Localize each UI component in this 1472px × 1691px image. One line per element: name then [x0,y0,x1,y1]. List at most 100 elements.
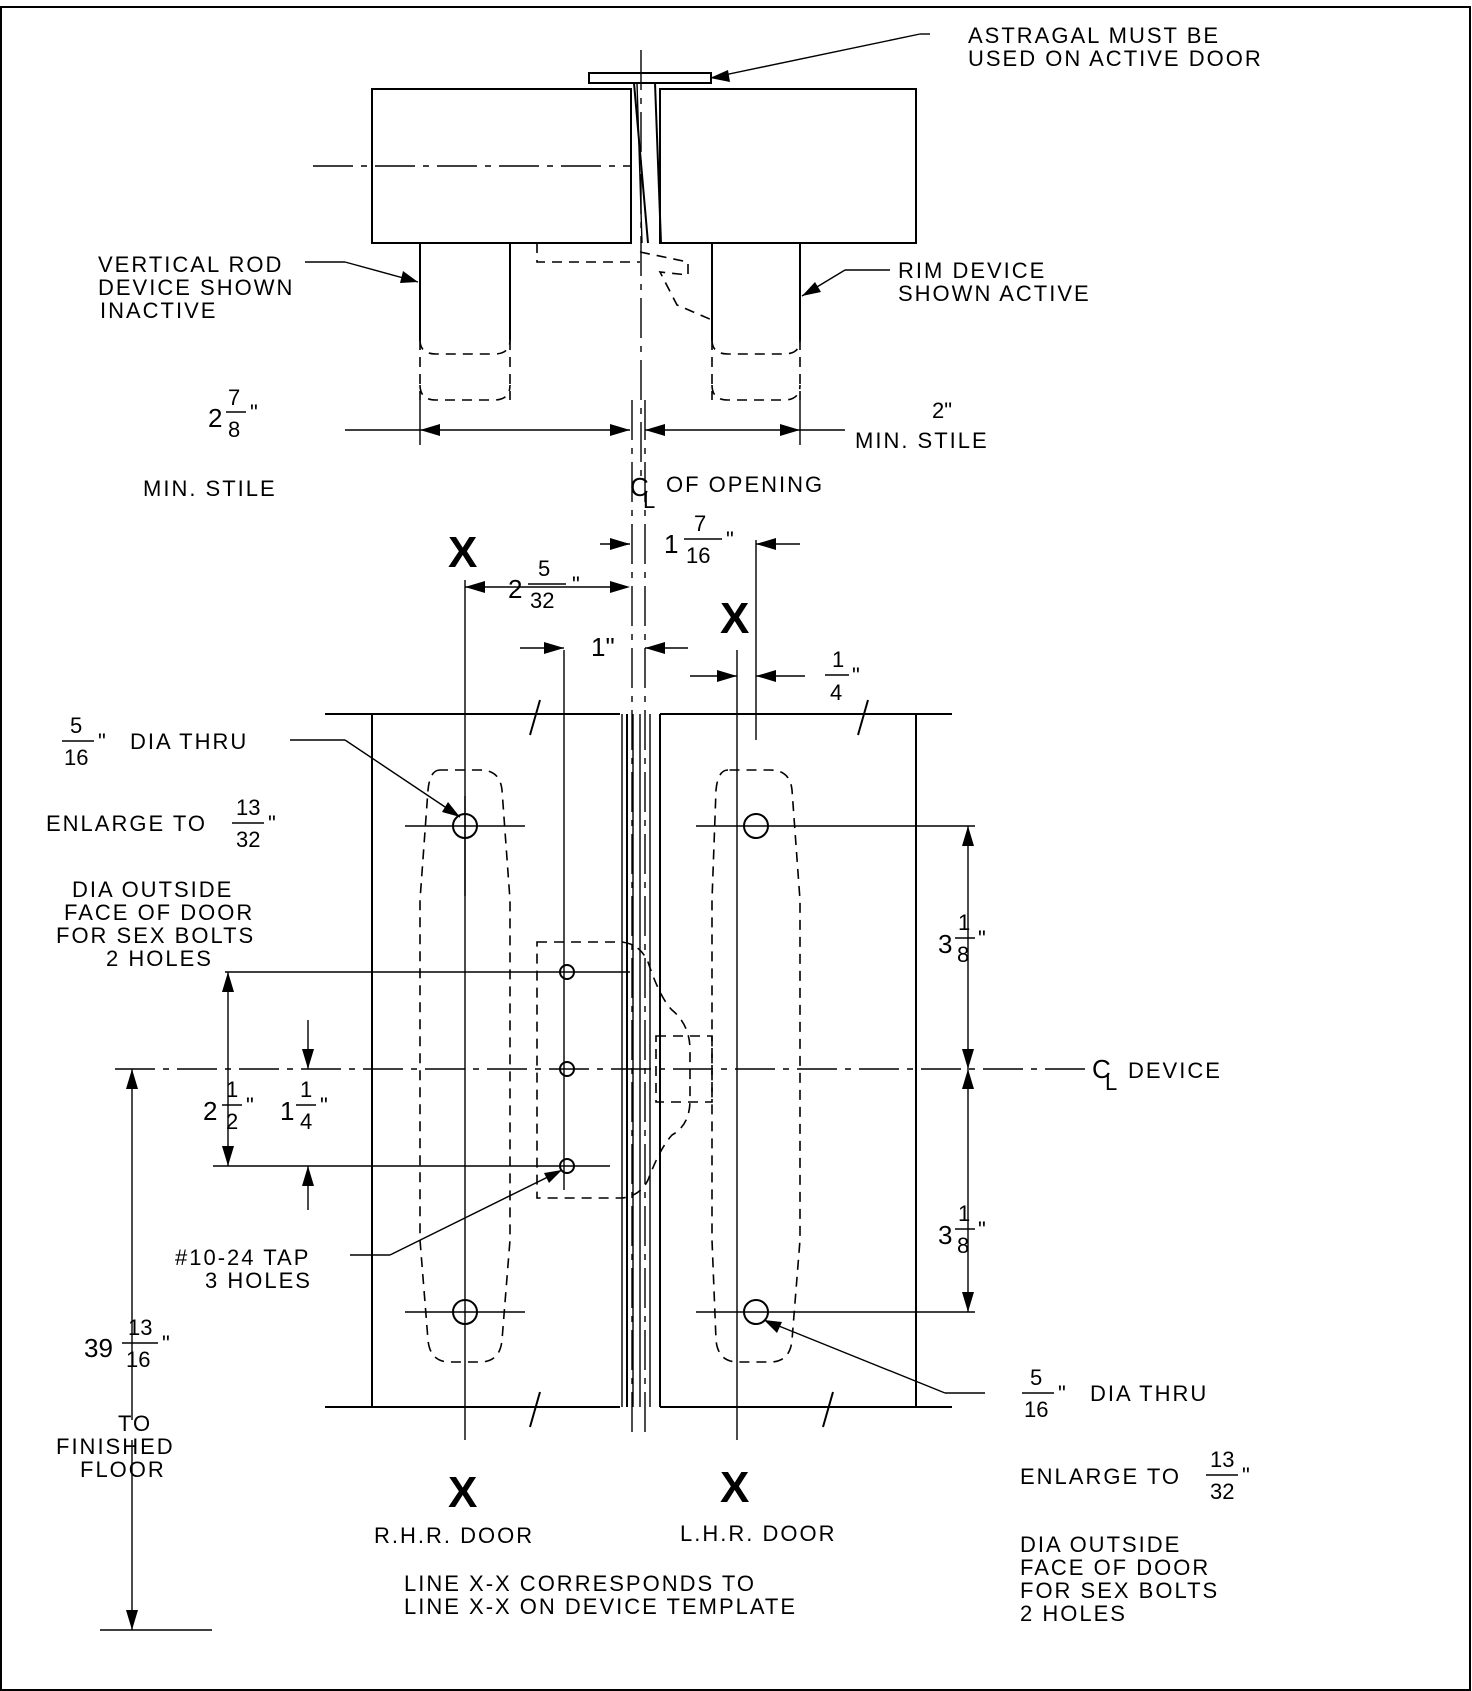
dia-left-den: 16 [64,745,88,770]
tap-holes [213,964,630,1174]
dia-right-num: 5 [1030,1365,1042,1390]
dim-2-5-32-den: 32 [530,588,554,613]
dim-1-7-16-whole: 1 [664,529,678,559]
dim-3-1-8-upper-den: 8 [957,942,969,967]
dim-2-5-32-whole: 2 [508,574,522,604]
dim-1-4-den: 4 [830,680,842,705]
dim-39-13-16-num: 13 [128,1315,152,1340]
sex-bolt-hole-upper-right [696,813,975,839]
dim-1-1-4-num: 1 [300,1077,312,1102]
enlarge-right-den: 32 [1210,1479,1234,1504]
enlarge-right-num: 13 [1210,1447,1234,1472]
floor-line2: FINISHED [56,1434,175,1459]
dim-2-1-2-den: 2 [226,1109,238,1134]
enlarge-right: ENLARGE TO [1020,1464,1181,1489]
sex-left-line3: FOR SEX BOLTS [56,923,255,948]
dim-1-4-num: 1 [832,647,844,672]
dim-3-1-8-lower-den: 8 [957,1233,969,1258]
dim-1-7-16-den: 16 [686,543,710,568]
plan-view [305,33,930,1440]
astragal-note-line1: ASTRAGAL MUST BE [968,23,1220,48]
dim-1-1-4-whole: 1 [280,1096,294,1126]
sex-left-line1: DIA OUTSIDE [72,877,233,902]
astragal [588,72,712,84]
tap-note-line2: 3 HOLES [205,1268,312,1293]
x-mark-right-top: X [720,594,749,643]
dim-39-13-16-den: 16 [126,1347,150,1372]
right-door-plan [659,88,917,244]
dia-thru-right: DIA THRU [1090,1381,1208,1406]
cl-opening-symbol: C [630,472,649,502]
min-stile-left: MIN. STILE [143,476,277,501]
x-mark-right-bottom: X [720,1463,749,1512]
sex-left-line4: 2 HOLES [106,946,213,971]
dim-2-7-8-whole: 2 [208,403,222,433]
enlarge-left-den: 32 [236,827,260,852]
line-xx-note-line2: LINE X-X ON DEVICE TEMPLATE [404,1594,797,1619]
x-mark-left-top: X [448,528,477,577]
enlarge-right-inch: " [1242,1463,1250,1488]
dim-2-7-8-inch: " [250,400,258,425]
rim-device-note-line2: SHOWN ACTIVE [898,281,1091,306]
dim-2-7-8-num: 7 [228,385,240,410]
dim-3-1-8-upper-inch: " [978,926,986,951]
x-mark-left-bottom: X [448,1468,477,1517]
enlarge-left: ENLARGE TO [46,811,207,836]
dim-1-7-16-inch: " [726,527,734,552]
astragal-note-line2: USED ON ACTIVE DOOR [968,46,1263,71]
lhr-door-label: L.H.R. DOOR [680,1521,836,1546]
cl-device-label: DEVICE [1128,1058,1222,1083]
dim-39-13-16-whole: 39 [84,1333,113,1363]
dim-2-inch: 2" [932,398,952,423]
vertical-rod-note-line2: DEVICE SHOWN [98,275,294,300]
sex-right-line3: FOR SEX BOLTS [1020,1578,1219,1603]
dim-2-1-2-num: 1 [226,1077,238,1102]
tap-note-line1: #10-24 TAP [175,1245,310,1270]
enlarge-left-num: 13 [236,795,260,820]
dim-1-inch: 1" [591,632,615,662]
dia-right-inch: " [1058,1381,1066,1406]
dim-1-4-inch: " [852,663,860,688]
dim-2-1-2-inch: " [246,1093,254,1118]
dim-1-1-4-inch: " [320,1093,328,1118]
vertical-rod-note-line3: INACTIVE [100,298,217,323]
elevation-view [100,538,1085,1631]
vertical-rod-note-line1: VERTICAL ROD [98,252,283,277]
cl-device-sub: L [1105,1070,1117,1095]
dim-3-1-8-upper-whole: 3 [938,929,952,959]
min-stile-right: MIN. STILE [855,428,989,453]
floor-line3: FLOOR [80,1457,166,1482]
dia-right-den: 16 [1024,1397,1048,1422]
annotations: ASTRAGAL MUST BE USED ON ACTIVE DOOR VER… [46,23,1263,1626]
sex-left-line2: FACE OF DOOR [64,900,254,925]
sex-bolt-hole-lower-right [696,1299,975,1325]
rim-device-note-line1: RIM DEVICE [898,258,1046,283]
dim-3-1-8-lower-num: 1 [958,1201,970,1226]
rhr-door-label: R.H.R. DOOR [374,1523,534,1548]
cl-opening-label: OF OPENING [666,472,824,497]
dia-left-inch: " [98,729,106,754]
dia-thru-left: DIA THRU [130,729,248,754]
dim-3-1-8-upper-num: 1 [958,910,970,935]
dim-2-5-32-inch: " [572,572,580,597]
sex-right-line4: 2 HOLES [1020,1601,1127,1626]
dim-3-1-8-lower-inch: " [978,1217,986,1242]
dim-2-7-8-den: 8 [228,417,240,442]
cl-device-symbol: C [1092,1054,1111,1084]
left-door-plan [371,88,632,244]
sex-right-line1: DIA OUTSIDE [1020,1532,1181,1557]
sex-bolt-hole-lower-left [405,1299,525,1325]
cl-opening-sub: L [643,488,655,513]
line-xx-note-line1: LINE X-X CORRESPONDS TO [404,1571,756,1596]
dia-left-num: 5 [70,713,82,738]
dim-39-13-16-inch: " [162,1331,170,1356]
dim-2-5-32-num: 5 [538,556,550,581]
dim-3-1-8-lower-whole: 3 [938,1220,952,1250]
dim-2-1-2-whole: 2 [203,1096,217,1126]
dim-1-1-4-den: 4 [300,1109,312,1134]
floor-line1: TO [118,1411,152,1436]
enlarge-left-inch: " [268,811,276,836]
dim-1-7-16-num: 7 [694,511,706,536]
